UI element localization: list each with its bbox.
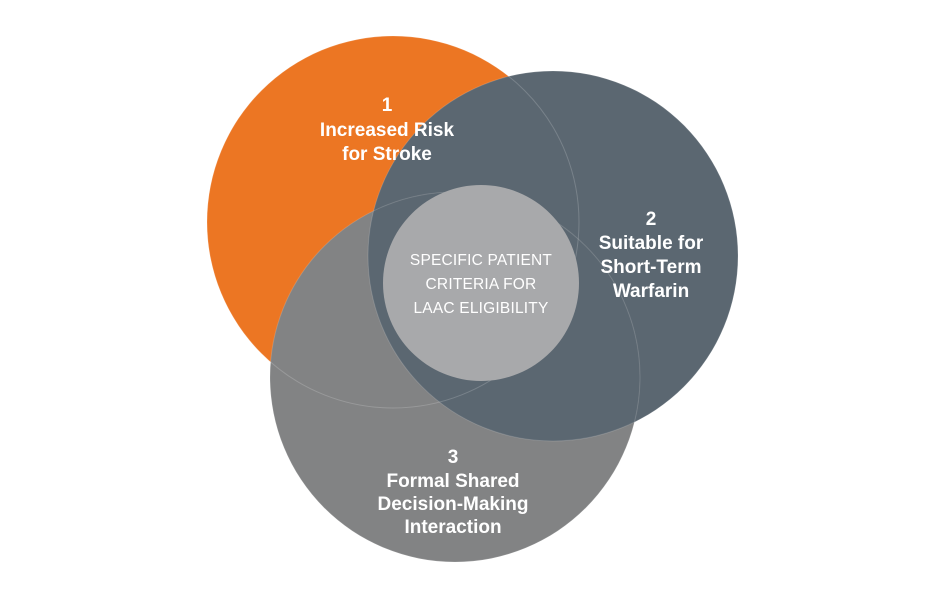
circle-1-number: 1 xyxy=(382,95,393,116)
circle-1-line-2: for Stroke xyxy=(342,144,432,165)
circle-3-line-1: Formal Shared xyxy=(386,471,519,492)
circle-2-line-3: Warfarin xyxy=(613,281,689,302)
circle-3-line-3: Interaction xyxy=(404,517,501,538)
circle-1-label: 1 Increased Risk for Stroke xyxy=(320,95,455,165)
circle-2-line-1: Suitable for xyxy=(599,233,704,254)
arc-outline-1 xyxy=(206,35,580,409)
circle-2-label: 2 Suitable for Short-Term Warfarin xyxy=(599,209,704,302)
circle-3-line-2: Decision-Making xyxy=(378,494,529,515)
center-line-2: CRITERIA FOR xyxy=(426,276,537,293)
circle-3-label: 3 Formal Shared Decision-Making Interact… xyxy=(378,447,529,538)
center-circle xyxy=(383,185,579,381)
center-label: SPECIFIC PATIENT CRITERIA FOR LAAC ELIGI… xyxy=(410,252,552,317)
circle-1-line-1: Increased Risk xyxy=(320,120,455,141)
center-line-3: LAAC ELIGIBILITY xyxy=(413,300,548,317)
arc-outline-2 xyxy=(367,70,739,442)
circle-2-number: 2 xyxy=(646,209,657,230)
circle-2-line-2: Short-Term xyxy=(601,257,702,278)
circle-3-number: 3 xyxy=(448,447,459,468)
center-line-1: SPECIFIC PATIENT xyxy=(410,252,552,269)
